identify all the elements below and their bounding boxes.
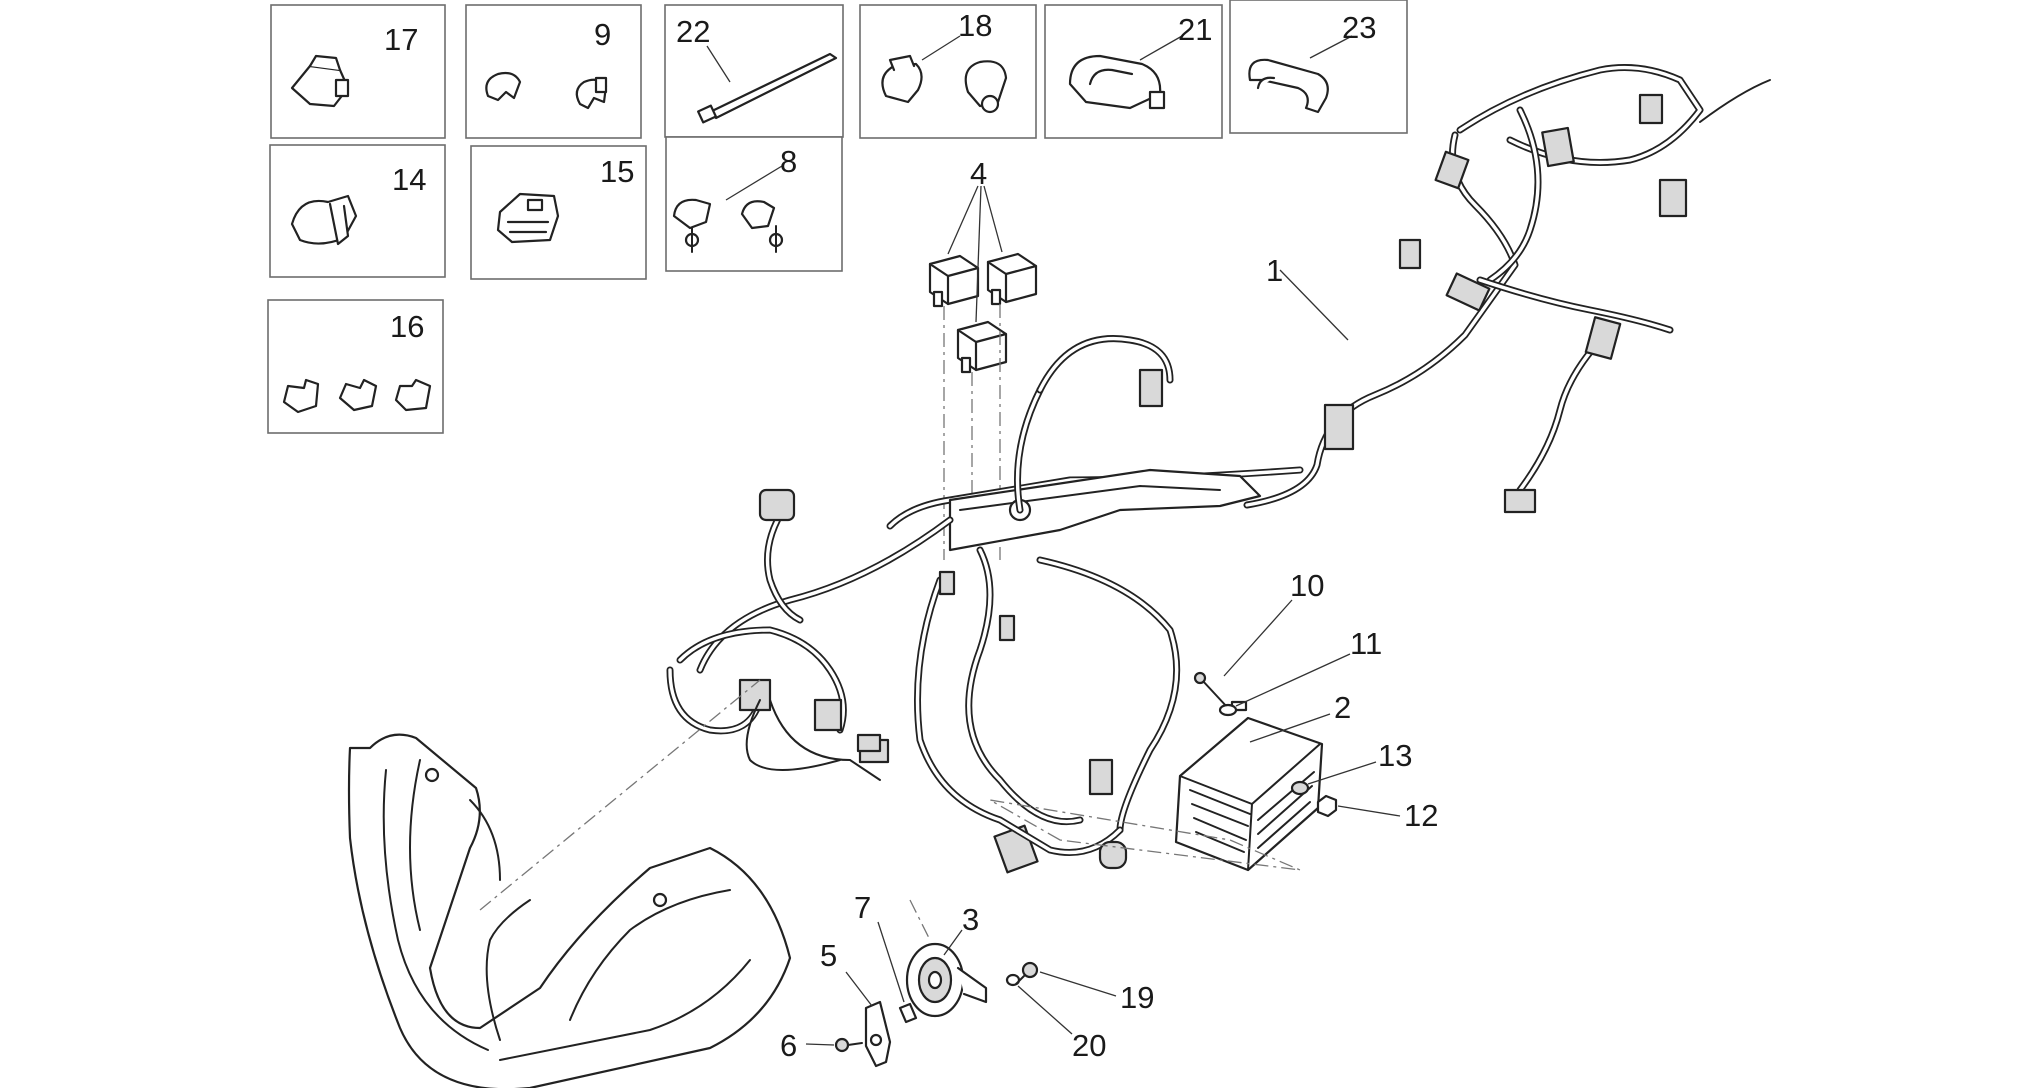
clip-icon xyxy=(282,378,432,414)
part-label-12: 12 xyxy=(1404,798,1438,833)
inset-box-22: 22 xyxy=(664,4,844,138)
inset-box-23: 23 xyxy=(1229,0,1408,134)
part-label-9: 9 xyxy=(594,17,611,52)
inset-box-21: 21 xyxy=(1044,4,1223,139)
part-label-20: 20 xyxy=(1072,1028,1106,1063)
washer-icon xyxy=(1290,780,1310,796)
part-label-5: 5 xyxy=(820,938,837,973)
clip-icon xyxy=(290,194,358,246)
part-label-16: 16 xyxy=(390,309,424,344)
part-label-15: 15 xyxy=(600,154,634,189)
part-label-22: 22 xyxy=(676,14,710,49)
washer-icon xyxy=(1218,703,1238,717)
part-label-11: 11 xyxy=(1350,626,1382,661)
part-label-14: 14 xyxy=(392,162,426,197)
part-label-2: 2 xyxy=(1334,690,1351,725)
relay-group-4: 4 xyxy=(928,156,1038,560)
cable-tie-icon xyxy=(697,52,838,124)
clip-icon xyxy=(290,54,350,108)
inset-box-16: 16 xyxy=(267,299,444,434)
nut-icon xyxy=(1316,794,1338,818)
wiring-harness-icon xyxy=(666,64,1771,874)
screw-icon xyxy=(1015,961,1039,985)
inset-box-15: 15 xyxy=(470,145,647,280)
clip-icon xyxy=(496,192,560,244)
part-label-19: 19 xyxy=(1120,980,1154,1015)
horn-icon xyxy=(905,942,988,1018)
part-label-7: 7 xyxy=(854,890,871,925)
part-label-10: 10 xyxy=(1290,568,1324,603)
part-label-13: 13 xyxy=(1378,738,1412,773)
inset-box-9: 9 xyxy=(465,4,642,139)
inset-box-18: 18 xyxy=(859,4,1037,139)
part-label-1: 1 xyxy=(1266,253,1283,288)
clip-icon xyxy=(672,198,784,253)
clip-icon xyxy=(881,54,1008,114)
part-label-18: 18 xyxy=(958,8,992,43)
part-label-3: 3 xyxy=(962,902,979,937)
part-label-23: 23 xyxy=(1342,10,1376,45)
inset-box-8: 8 xyxy=(665,136,843,272)
bracket-icon xyxy=(864,1000,918,1068)
part-label-8: 8 xyxy=(780,144,797,179)
part-label-4: 4 xyxy=(970,156,987,191)
relay-icon xyxy=(928,254,980,308)
screw-icon xyxy=(1193,671,1229,709)
part-label-21: 21 xyxy=(1178,12,1212,47)
relay-icon xyxy=(986,252,1038,306)
screw-icon xyxy=(834,1037,863,1053)
headlight-icon xyxy=(347,733,792,1088)
part-label-6: 6 xyxy=(780,1028,797,1063)
inset-box-17: 17 xyxy=(270,4,446,139)
inset-box-14: 14 xyxy=(269,144,446,278)
clip-icon xyxy=(485,71,608,110)
part-label-17: 17 xyxy=(384,22,418,57)
clip-icon xyxy=(1068,54,1166,110)
relay-icon xyxy=(956,320,1008,374)
clip-icon xyxy=(1248,58,1329,114)
